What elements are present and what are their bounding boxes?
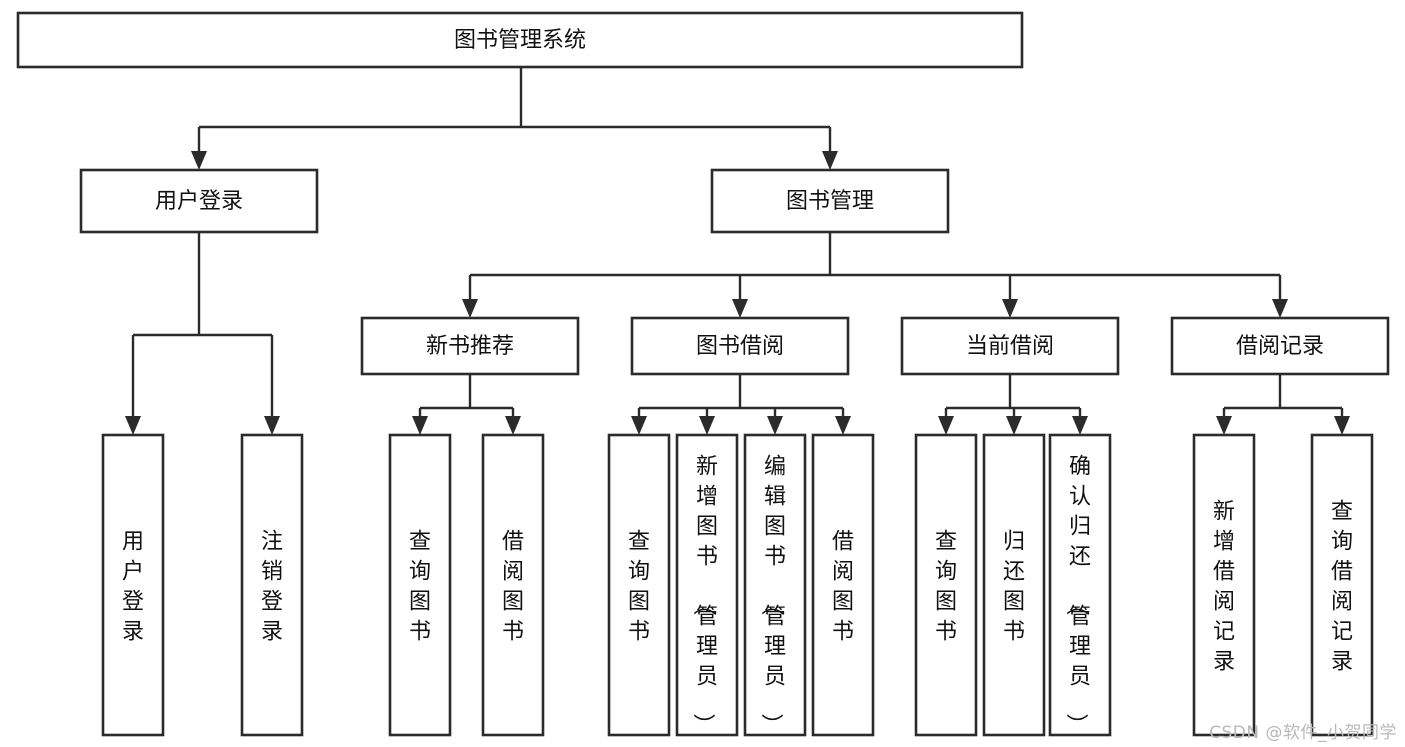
leaf-node-leaf-edit-book-admin[interactable]: 编辑图书（管理员） [743,433,807,737]
leaf-node-leaf-add-borrow-record[interactable]: 新增借阅记录 [1192,433,1256,737]
leaf-node-leaf-user-login[interactable]: 用户登录 [101,433,165,737]
node-box [481,433,545,737]
node-box [811,433,875,737]
node-box [1048,433,1112,737]
node-label: 借阅图书 [832,529,854,644]
node-label: 查询借阅记录 [1331,499,1353,674]
connector-edge-user-login-bus [125,232,280,435]
level3-node-new-book-recommend[interactable]: 新书推荐 [360,316,580,376]
leaf-node-leaf-return-book[interactable]: 归还图书 [982,433,1046,737]
node-box [240,433,304,737]
node-label: 查询图书 [409,529,431,644]
node-box [675,433,739,737]
node-label: 图书管理 [786,189,874,214]
leaf-node-leaf-query-book-borrow[interactable]: 查询图书 [607,433,671,737]
connectors-layer [125,67,1350,435]
node-label: 用户登录 [122,529,144,644]
node-box [16,11,1024,69]
leaf-node-leaf-borrow-book[interactable]: 借阅图书 [811,433,875,737]
level3-node-borrow-record[interactable]: 借阅记录 [1170,316,1390,376]
node-box [360,316,580,376]
node-label: 图书借阅 [696,334,784,359]
connector-edge-book-manage-bus [462,232,1288,318]
node-box [710,168,950,234]
level2-node-user-login[interactable]: 用户登录 [79,168,319,234]
node-label: 编辑图书（管理员） [758,454,786,735]
node-label: 图书管理系统 [454,28,586,53]
leaf-node-leaf-confirm-return-admin[interactable]: 确认归还（管理员） [1048,433,1112,737]
node-label: 用户登录 [155,189,243,214]
level3-node-book-borrow[interactable]: 图书借阅 [630,316,850,376]
leaf-node-leaf-user-logout[interactable]: 注销登录 [240,433,304,737]
node-label: 借阅记录 [1236,334,1324,359]
connector-edge-book-borrow-bus [631,374,851,435]
node-label: 新增借阅记录 [1213,499,1235,674]
node-box [743,433,807,737]
leaf-node-leaf-query-borrow-record[interactable]: 查询借阅记录 [1310,433,1374,737]
node-box [101,433,165,737]
node-box [982,433,1046,737]
level3-node-current-borrow[interactable]: 当前借阅 [900,316,1120,376]
root-node-root[interactable]: 图书管理系统 [16,11,1024,69]
node-label: 查询图书 [935,529,957,644]
node-box [900,316,1120,376]
node-box [1192,433,1256,737]
nodes-layer: 图书管理系统用户登录图书管理新书推荐图书借阅当前借阅借阅记录用户登录注销登录查询… [16,11,1390,737]
level2-node-book-manage[interactable]: 图书管理 [710,168,950,234]
node-label: 查询图书 [628,529,650,644]
connector-edge-new-book-recommend-bus [412,374,521,435]
node-label: 新增图书（管理员） [690,454,718,735]
connector-edge-borrow-record-bus [1216,374,1350,435]
node-label: 确认归还（管理员） [1063,454,1091,735]
connector-edge-root-bus [191,67,838,170]
node-box [630,316,850,376]
node-box [79,168,319,234]
node-label: 借阅图书 [502,529,524,644]
leaf-node-leaf-query-book-recommend[interactable]: 查询图书 [388,433,452,737]
node-box [1170,316,1390,376]
node-box [388,433,452,737]
node-box [914,433,978,737]
node-box [1310,433,1374,737]
node-label: 归还图书 [1003,529,1025,644]
leaf-node-leaf-borrow-book-recommend[interactable]: 借阅图书 [481,433,545,737]
node-label: 当前借阅 [966,334,1054,359]
node-label: 新书推荐 [426,334,514,359]
node-label: 注销登录 [261,529,283,644]
node-box [607,433,671,737]
connector-edge-current-borrow-bus [938,374,1088,435]
leaf-node-leaf-add-book-admin[interactable]: 新增图书（管理员） [675,433,739,737]
leaf-node-leaf-query-book-current[interactable]: 查询图书 [914,433,978,737]
